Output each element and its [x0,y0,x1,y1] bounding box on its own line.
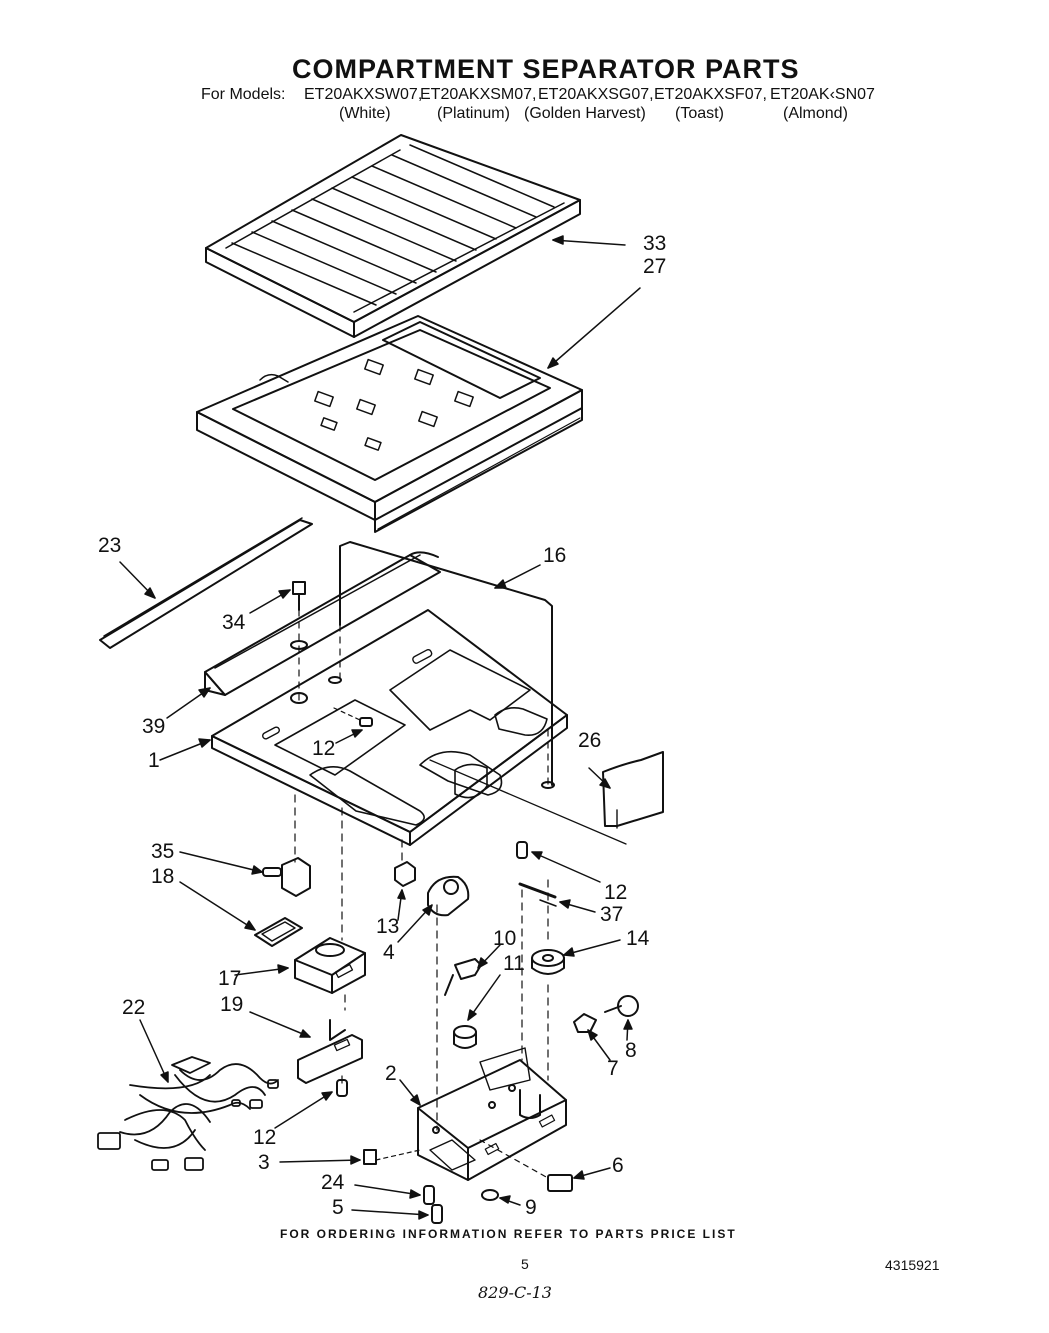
model-color: (Almond) [783,105,848,122]
callout-number: 35 [151,840,175,863]
part-12-screw-lower [336,1079,348,1097]
document-number: 4315921 [885,1257,940,1273]
part-3-connector [363,1149,421,1165]
callout-number: 34 [222,611,246,634]
part-8-bulb [604,995,639,1017]
callout-number: 3 [258,1151,270,1174]
callout-number: 19 [220,993,244,1016]
model-color: (Platinum) [437,105,510,122]
part-13-grommet [394,861,416,887]
part-4-control [427,875,470,917]
callout-number: 10 [493,927,517,950]
page-number: 5 [521,1256,529,1272]
part-10-sensor [444,958,482,996]
part-19-bracket [297,1019,363,1084]
part-27-frame [196,315,583,533]
callout-number: 16 [543,544,567,567]
callout-number: 27 [643,255,667,278]
callout-number: 11 [503,952,525,975]
callout-number: 12 [312,737,336,760]
part-2-housing [417,1047,567,1181]
callout-number: 2 [385,1062,397,1085]
callout-number: 12 [253,1126,277,1149]
part-12-screw-upper [333,707,373,727]
callout-number: 33 [643,232,667,255]
callout-leaders [119,235,641,1220]
callout-number: 22 [122,996,146,1019]
part-12-screw-right [516,841,528,859]
part-37-strip [518,882,557,907]
part-7-socket [573,1013,597,1033]
part-9-washer [481,1189,499,1201]
part-14-knob [531,949,565,975]
model-color: (White) [339,105,391,122]
part-16-wire [339,541,553,786]
part-39-channel [204,551,441,696]
page-title: COMPARTMENT SEPARATOR PARTS [292,54,800,84]
callout-number: 23 [98,534,122,557]
callout-number: 5 [332,1196,344,1219]
callout-number: 7 [607,1057,619,1080]
part-33-grille [205,134,581,338]
part-6-plug [479,1139,573,1192]
callout-number: 8 [625,1039,637,1062]
callout-number: 37 [600,903,624,926]
callout-number: 24 [321,1171,345,1194]
part-24-screw [423,1185,435,1205]
model-color: (Toast) [675,105,724,122]
part-26-duct [429,751,664,845]
model-code: ET20AK‹SN07 [770,86,875,103]
callout-number: 18 [151,865,175,888]
callout-number: 9 [525,1196,537,1219]
callout-number: 26 [578,729,602,752]
ordering-note: FOR ORDERING INFORMATION REFER TO PARTS … [280,1227,737,1241]
part-23-strip [99,517,313,649]
callout-number: 14 [626,927,650,950]
callout-number: 1 [148,749,160,772]
callout-number: 4 [383,941,395,964]
part-17-housing [294,937,366,994]
model-code: ET20AKXSW07, [304,86,423,103]
callout-number: 39 [142,715,166,738]
part-18-gasket [254,917,303,947]
model-code: ET20AKXSF07, [654,86,767,103]
callout-number: 17 [218,967,242,990]
part-11-cap [453,1025,477,1049]
handwritten-note: 829-C-13 [478,1283,552,1302]
part-22-harness [97,1056,279,1171]
part-35-clip [262,857,311,897]
model-color: (Golden Harvest) [524,105,646,122]
callout-number: 12 [604,881,628,904]
callout-number: 13 [376,915,400,938]
model-code: ET20AKXSM07, [420,86,537,103]
models-label: For Models: [201,86,286,103]
callout-number: 6 [612,1154,624,1177]
model-code: ET20AKXSG07, [538,86,654,103]
part-1-base-plate [211,609,568,846]
part-5-screw [431,1204,443,1224]
